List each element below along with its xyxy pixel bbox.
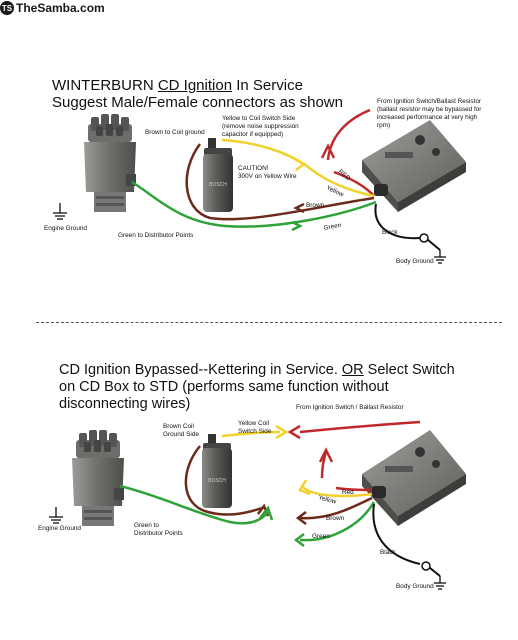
top-label-caution-1: CAUTION! bbox=[238, 165, 269, 172]
engine-ground-top-icon bbox=[53, 203, 67, 220]
red-arrow-bottom-up bbox=[318, 447, 334, 463]
bottom-wire-label-black: Black bbox=[380, 549, 396, 556]
bottom-wire-label-brown: Brown bbox=[326, 515, 345, 522]
top-subtitle: Suggest Male/Female connectors as shown bbox=[52, 94, 343, 111]
yellow-wire-bottom bbox=[221, 430, 281, 438]
bottom-title-line1: CD Ignition Bypassed--Kettering in Servi… bbox=[59, 361, 455, 379]
top-wire-label-green: Green bbox=[323, 222, 342, 232]
bottom-wire-label-yellow: Yellow bbox=[317, 494, 337, 506]
yellow-arrow-bottom bbox=[275, 424, 289, 440]
brown-arrow-top bbox=[293, 202, 305, 214]
coil-bottom-icon: BOSCH bbox=[202, 434, 232, 508]
cd-box-top-icon bbox=[362, 120, 466, 212]
red-wire-bottom-3 bbox=[335, 486, 373, 492]
top-label-ignition-1: From Ignition Switch/Ballast Resistor bbox=[377, 98, 482, 105]
top-title-rest: In Service bbox=[236, 77, 303, 94]
green-wire-bottom bbox=[119, 484, 269, 525]
yellow-arrow-bottom-2 bbox=[298, 479, 311, 496]
top-label-ignition-2: (ballast resistor may be bypassed for bbox=[377, 106, 482, 113]
red-wire-bottom bbox=[299, 420, 421, 434]
bottom-title-line2: on CD Box to STD (performs same function… bbox=[59, 379, 389, 395]
top-label-yellow-3: capacitor if equipped) bbox=[222, 131, 283, 138]
bottom-label-yellow-coil-2: Switch Side bbox=[238, 428, 272, 435]
logo-text: TheSamba.com bbox=[16, 1, 105, 15]
logo-mark-icon: TS bbox=[0, 1, 14, 15]
bottom-title-post: Select Switch bbox=[363, 362, 455, 378]
bottom-diagram: BOSCH bbox=[38, 404, 466, 590]
green-wire-top bbox=[131, 180, 377, 228]
bottom-label-body-ground: Body Ground bbox=[396, 583, 434, 590]
distributor-top-icon bbox=[84, 114, 136, 212]
green-arrow-bottom-2 bbox=[293, 533, 305, 547]
engine-ground-bottom-icon bbox=[49, 507, 63, 524]
site-logo[interactable]: TS TheSamba.com bbox=[0, 0, 105, 16]
yellow-wire-bottom-2 bbox=[301, 485, 373, 498]
cd-box-bottom-icon bbox=[362, 430, 466, 526]
top-label-caution-2: 300V on Yellow Wire bbox=[238, 173, 297, 180]
red-wire-top-end bbox=[333, 170, 375, 197]
section-divider bbox=[36, 322, 502, 323]
bottom-label-green-1: Green to bbox=[134, 522, 159, 529]
top-diagram: BOSCH bbox=[44, 98, 482, 265]
yellow-arrow-top bbox=[295, 158, 307, 171]
top-label-ignition-3: increased performance at very high bbox=[377, 114, 478, 121]
bottom-label-engine-ground: Engine Ground bbox=[38, 525, 81, 532]
distributor-bottom-icon bbox=[72, 430, 124, 526]
top-wire-label-black: Black bbox=[382, 229, 398, 236]
top-title-underlined: CD Ignition bbox=[157, 77, 233, 94]
brown-wire-bottom-2 bbox=[299, 496, 373, 520]
red-arrow-top bbox=[320, 143, 336, 159]
body-ground-top-icon bbox=[419, 233, 446, 264]
top-label-body-ground: Body Ground bbox=[396, 258, 434, 265]
top-wire-label-brown: Brown bbox=[306, 202, 325, 209]
coil-top-icon: BOSCH bbox=[203, 138, 233, 212]
top-title: WINTERBURN CD Ignition In Service bbox=[52, 77, 303, 94]
bottom-label-green-2: Distributor Points bbox=[134, 530, 183, 537]
top-label-engine-ground: Engine Ground bbox=[44, 225, 87, 232]
green-arrow-top bbox=[291, 220, 303, 232]
brown-arrow-bottom-2 bbox=[295, 511, 307, 525]
svg-text:BOSCH: BOSCH bbox=[208, 478, 226, 484]
green-arrow-bottom bbox=[259, 505, 274, 521]
top-wire-label-red: RED bbox=[337, 168, 352, 182]
bottom-wire-label-green: Green bbox=[312, 533, 330, 540]
top-title-brand: WINTERBURN bbox=[52, 77, 154, 94]
brown-wire-top bbox=[185, 143, 375, 221]
black-wire-bottom bbox=[372, 503, 421, 565]
green-wire-bottom-2 bbox=[299, 501, 376, 542]
bottom-title-line3: disconnecting wires) bbox=[59, 396, 191, 412]
yellow-wire-top bbox=[221, 138, 375, 198]
bottom-label-brown-coil-1: Brown Coil bbox=[163, 423, 194, 430]
bottom-label-ignition: From Ignition Switch / Ballast Resistor bbox=[296, 404, 404, 411]
top-label-green-points: Green to Distributor Points bbox=[118, 232, 193, 239]
top-label-yellow-1: Yellow to Coil Switch Side bbox=[222, 115, 296, 122]
bottom-label-brown-coil-2: Ground Side bbox=[163, 431, 199, 438]
svg-text:BOSCH: BOSCH bbox=[209, 182, 227, 188]
top-label-brown-ground: Brown to Coil ground bbox=[145, 129, 205, 136]
top-label-ignition-4: rpm) bbox=[377, 122, 390, 129]
body-ground-bottom-icon bbox=[421, 561, 446, 590]
bottom-label-yellow-coil-1: Yellow Coil bbox=[238, 420, 269, 427]
bottom-title-or: OR bbox=[341, 362, 364, 378]
bottom-wire-label-red: Red bbox=[342, 489, 354, 496]
black-wire-top bbox=[374, 203, 421, 240]
brown-wire-bottom bbox=[184, 445, 263, 516]
bottom-title-pre: CD Ignition Bypassed--Kettering in Servi… bbox=[59, 362, 342, 378]
top-label-yellow-2: (remove noise suppression bbox=[222, 123, 299, 130]
red-wire-top bbox=[326, 108, 371, 161]
red-arrow-bottom-left bbox=[287, 424, 301, 440]
